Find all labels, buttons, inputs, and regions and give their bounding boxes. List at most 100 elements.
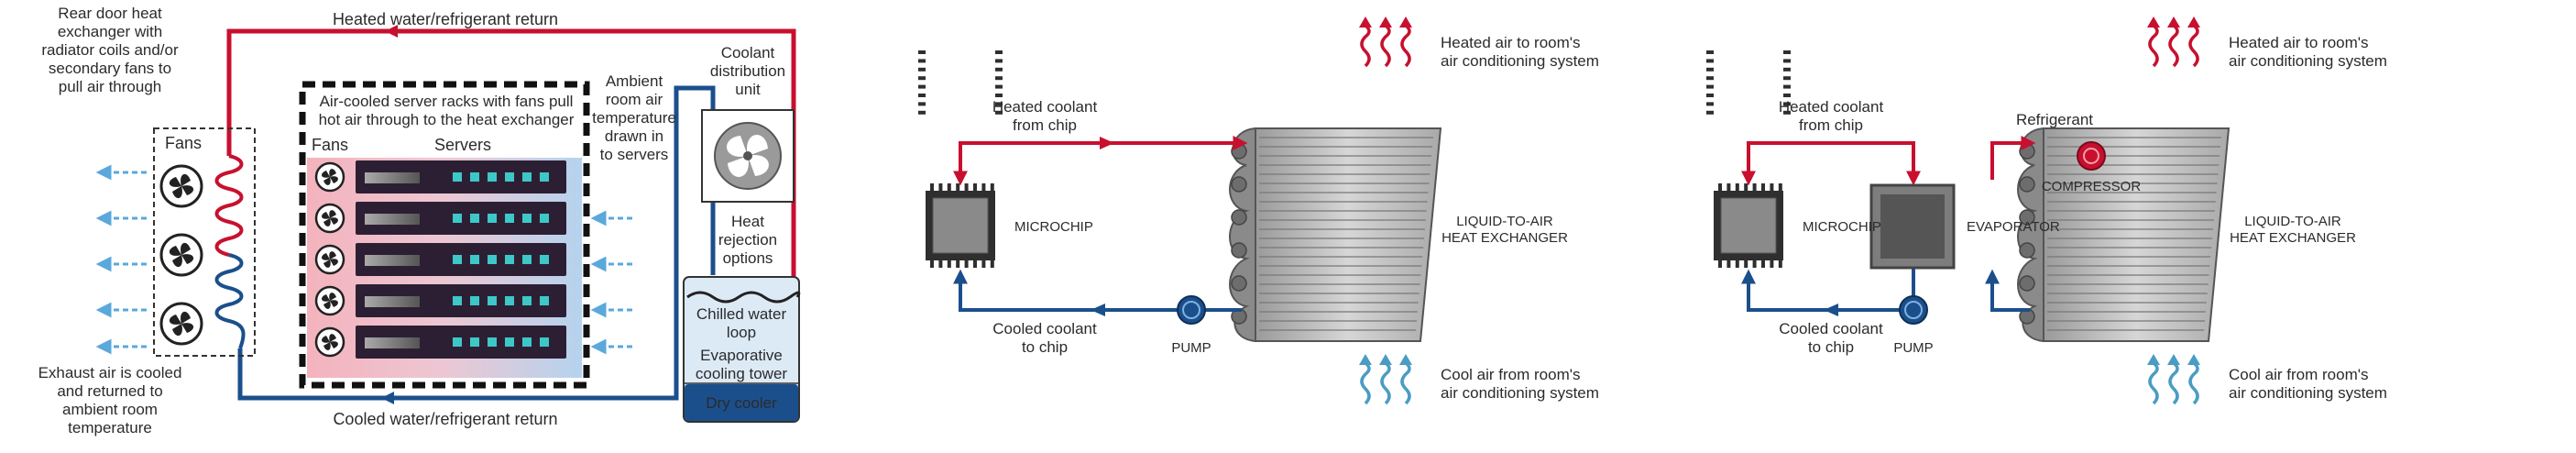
cooled-coolant-pipe — [953, 269, 1242, 312]
server-led — [453, 172, 462, 182]
server-unit — [314, 326, 566, 359]
rack-description: Air-cooled server racks with fans pull — [320, 93, 574, 110]
heated-air-label: air conditioning system — [1441, 52, 1599, 70]
cooled-coolant-label: Cooled coolant — [992, 320, 1097, 337]
rear-door-fans — [159, 164, 203, 346]
server-led — [540, 337, 549, 347]
fan-icon — [159, 233, 203, 277]
heated-air-arrows — [1359, 17, 1412, 68]
refrigerant-hot-pipe — [1990, 136, 2036, 180]
server-rack-enclosure — [299, 81, 590, 389]
exhaust-air-label: ambient room — [62, 401, 158, 418]
server-drive-bar — [365, 214, 420, 225]
heated-return-label: Heated water/refrigerant return — [333, 10, 558, 28]
heated-air-label: Heated air to room's — [2229, 34, 2369, 51]
exhaust-air-label: and returned to — [57, 382, 162, 400]
cool-air-arrows — [1359, 354, 1412, 405]
cooled-coolant-pipe — [1741, 268, 1915, 312]
ambient-air-label: room air — [606, 91, 663, 108]
server-drive-bar — [365, 296, 420, 307]
cdu-label: unit — [735, 81, 761, 98]
microchip-icon — [918, 50, 1003, 268]
exhaust-air-label: temperature — [68, 419, 152, 436]
fan-icon — [314, 244, 345, 275]
heat-rejection-label: rejection — [718, 231, 777, 249]
cooled-coolant-label: to chip — [1022, 338, 1068, 356]
servers-label: Servers — [434, 136, 491, 154]
cooled-return-label: Cooled water/refrigerant return — [333, 410, 557, 428]
server-led — [453, 255, 462, 264]
liquid-to-air-heat-exchanger — [1229, 127, 1442, 343]
dry-cooler-band — [685, 384, 798, 421]
heat-exchanger-label: HEAT EXCHANGER — [2230, 230, 2356, 246]
cool-air-label: Cool air from room's — [1441, 366, 1581, 383]
rack-description: hot air through to the heat exchanger — [319, 111, 575, 128]
pump-label: PUMP — [1171, 340, 1211, 356]
heated-coolant-label: Heated coolant — [1779, 98, 1884, 116]
server-led — [522, 255, 532, 264]
cdu-fan-icon — [714, 122, 782, 190]
heated-coolant-pipe — [953, 136, 1248, 186]
server-drive-bar — [365, 255, 420, 266]
server-led — [488, 255, 497, 264]
rack-fans-label: Fans — [312, 136, 348, 154]
server-drive-bar — [365, 337, 420, 348]
server-led — [453, 337, 462, 347]
rear-door-label: pull air through — [59, 78, 161, 95]
heated-coolant-mid-arrow — [1100, 137, 1114, 149]
pump-label: PUMP — [1893, 340, 1933, 356]
server-led — [540, 214, 549, 223]
cooled-coolant-label: to chip — [1808, 338, 1854, 356]
heated-return-arrow — [385, 25, 398, 38]
server-unit — [314, 243, 566, 276]
cool-air-label: Cool air from room's — [2229, 366, 2369, 383]
refrigerant-label: Refrigerant — [2016, 111, 2093, 128]
fan-icon — [159, 302, 203, 346]
heat-exchanger-label: HEAT EXCHANGER — [1441, 230, 1568, 246]
server-led — [488, 296, 497, 305]
server-unit — [314, 202, 566, 235]
fan-icon — [314, 203, 345, 234]
fan-icon — [314, 326, 345, 358]
heated-coolant-pipe — [1741, 141, 1921, 186]
exhaust-air-arrows — [95, 164, 147, 355]
server-led — [505, 172, 514, 182]
rear-door-heat-exchanger — [153, 127, 256, 357]
rear-door-label: secondary fans to — [49, 60, 171, 77]
fan-icon — [159, 164, 203, 208]
exhaust-air-label: Exhaust air is cooled — [38, 364, 182, 381]
server-unit — [314, 160, 566, 193]
cdu-label: distribution — [710, 62, 785, 80]
compressor-label: COMPRESSOR — [2042, 179, 2142, 194]
server-led — [522, 296, 532, 305]
heated-air-label: Heated air to room's — [1441, 34, 1581, 51]
heat-exchanger-label: LIQUID-TO-AIR — [1456, 214, 1553, 229]
evaporative-cooling-label: cooling tower — [696, 365, 788, 382]
evaporator-label: EVAPORATOR — [1967, 219, 2060, 235]
cooled-coolant-mid-arrow — [1091, 304, 1105, 316]
liquid-to-air-heat-exchanger — [2017, 127, 2231, 343]
server-led — [505, 255, 514, 264]
heated-coolant-label: Heated coolant — [992, 98, 1098, 116]
evaporative-cooling-label: Evaporative — [700, 347, 783, 364]
heat-rejection-label: options — [723, 249, 773, 267]
cool-air-label: air conditioning system — [2229, 384, 2387, 402]
server-led — [505, 337, 514, 347]
server-led — [488, 172, 497, 182]
microchip-label: MICROCHIP — [1014, 219, 1093, 235]
cooled-return-arrow — [381, 392, 394, 404]
server-led — [453, 214, 462, 223]
ambient-air-arrows — [590, 210, 632, 355]
heated-air-label: air conditioning system — [2229, 52, 2387, 70]
fan-icon — [314, 161, 345, 193]
fans-label: Fans — [165, 134, 202, 152]
cool-air-label: air conditioning system — [1441, 384, 1599, 402]
chilled-water-label: Chilled water — [696, 305, 787, 323]
server-led — [522, 172, 532, 182]
server-led — [540, 172, 549, 182]
rear-door-label: exchanger with — [58, 23, 162, 40]
